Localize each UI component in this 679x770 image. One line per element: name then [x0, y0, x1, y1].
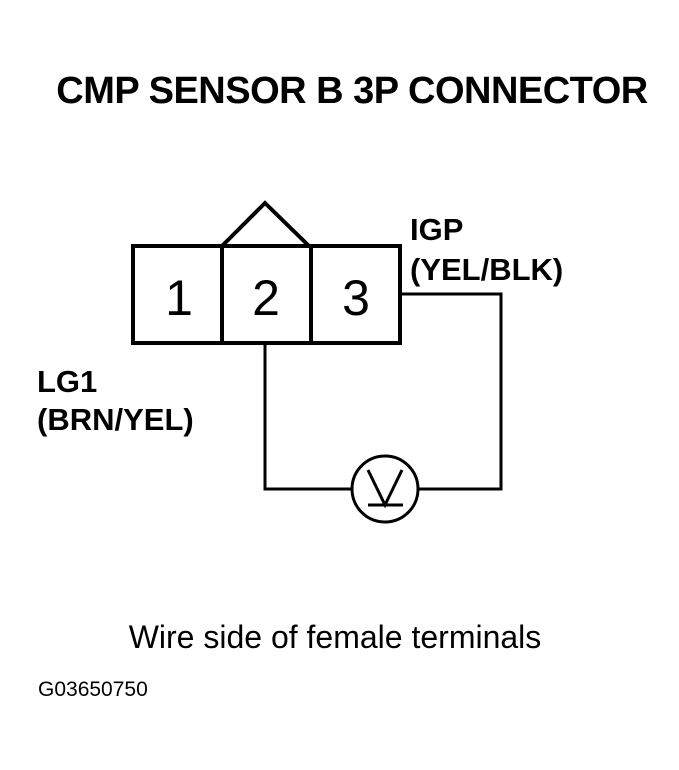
- pin-1-number: 1: [165, 270, 193, 326]
- pin-3-circuit-label: IGP: [410, 212, 463, 247]
- pin-3-wire-color: (YEL/BLK): [410, 252, 563, 287]
- pin-2-wire-color: (BRN/YEL): [37, 402, 194, 437]
- voltmeter-wiring: [263, 292, 503, 491]
- diagram-title: CMP SENSOR B 3P CONNECTOR: [56, 70, 647, 112]
- diagram-caption: Wire side of female terminals: [129, 619, 542, 655]
- connector-lock-tab: [220, 200, 311, 248]
- pin-2-number: 2: [252, 270, 280, 326]
- figure-code: G03650750: [38, 678, 148, 701]
- voltmeter-symbol: [350, 454, 420, 524]
- pin-3-number: 3: [342, 270, 370, 326]
- pin-2-circuit-label: LG1: [37, 364, 97, 399]
